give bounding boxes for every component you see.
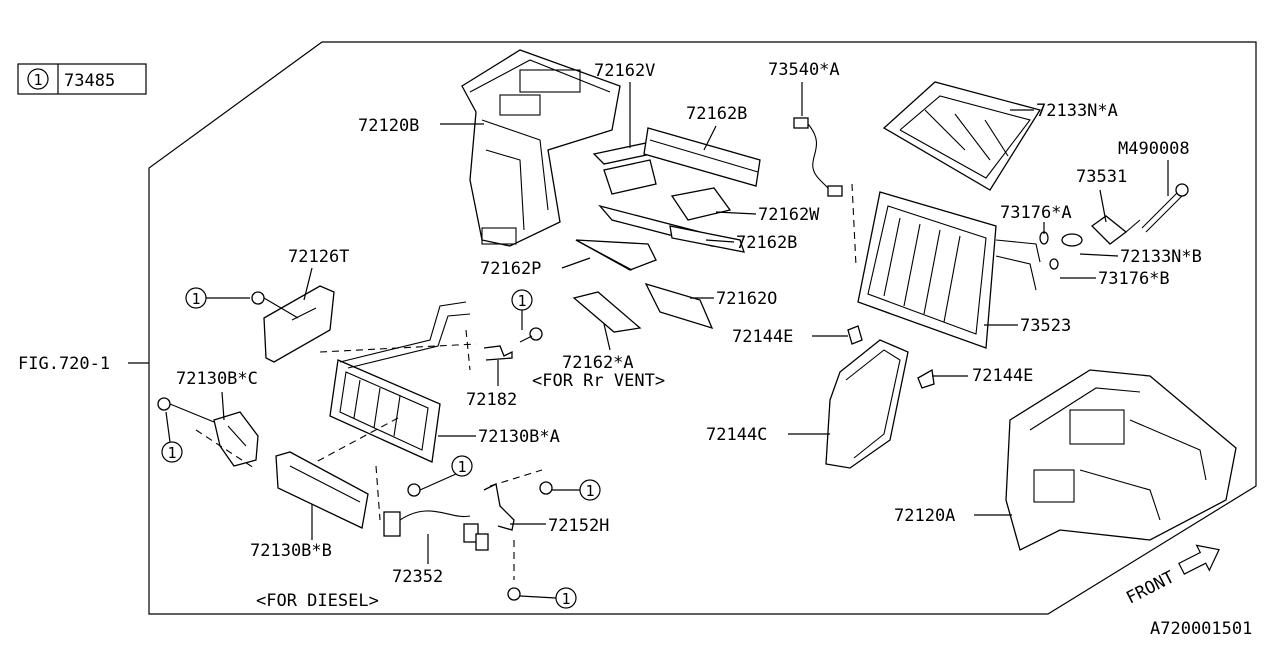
legend-box: 1 73485	[17, 63, 147, 95]
label-72144e-a: 72144E	[732, 327, 793, 347]
label-72120b: 72120B	[358, 116, 419, 136]
label-73523: 73523	[1020, 316, 1071, 336]
connector-73531	[1090, 215, 1141, 245]
label-73176b: 73176*B	[1098, 269, 1170, 289]
label-72133nb: 72133N*B	[1120, 247, 1202, 267]
legend-marker: 1	[33, 71, 42, 89]
label-72182: 72182	[466, 390, 517, 410]
label-72126t: 72126T	[288, 247, 349, 267]
harness-72352	[383, 510, 489, 551]
callout-markers: 1 1 1 1 1 1	[161, 287, 601, 609]
screw-m490008	[1141, 183, 1189, 233]
evaporator-73523	[857, 191, 1041, 349]
assembly-guides	[195, 183, 857, 580]
label-73176a: 73176*A	[1000, 203, 1072, 223]
label-72162b-mid: 72162B	[736, 233, 797, 253]
label-72144c: 72144C	[706, 425, 767, 445]
screw-icon	[539, 481, 553, 495]
bracket-72130bc	[157, 397, 259, 467]
screw-icon	[407, 483, 421, 497]
bracket-72130bb	[275, 451, 369, 529]
note-rear-vent: <FOR Rr VENT>	[532, 371, 665, 391]
sensor-73540a	[793, 117, 843, 197]
label-72130bc: 72130B*C	[176, 369, 258, 389]
label-72162o: 72162O	[716, 289, 777, 309]
label-m490008: M490008	[1118, 139, 1190, 159]
callout-marker: 1	[519, 587, 577, 609]
seal-73176	[1039, 231, 1059, 270]
diagram-id: A720001501	[1150, 619, 1252, 639]
svg-text:1: 1	[517, 292, 526, 310]
svg-text:1: 1	[561, 590, 570, 608]
bracket-72182	[483, 327, 543, 361]
svg-text:1: 1	[167, 444, 176, 462]
diagram-frame	[148, 41, 1257, 615]
label-72130bb: 72130B*B	[250, 541, 332, 561]
callout-marker: 1	[185, 287, 250, 309]
clip-72144e-a	[847, 325, 863, 345]
callout-marker: 1	[511, 289, 533, 330]
duct-72144c	[825, 339, 909, 469]
svg-text:1: 1	[457, 458, 466, 476]
clip-72133nb	[1061, 233, 1083, 247]
screw-icon	[507, 587, 521, 601]
label-72152h: 72152H	[548, 516, 609, 536]
callout-marker: 1	[419, 455, 473, 491]
callout-marker: 1	[552, 479, 601, 501]
front-label: FRONT	[1123, 567, 1178, 608]
label-72162b-top: 72162B	[686, 104, 747, 124]
front-arrow-icon	[1178, 544, 1220, 575]
bracket-72152h	[483, 483, 515, 531]
figure-reference: FIG.720-1	[18, 354, 110, 374]
label-73540a: 73540*A	[768, 60, 840, 80]
part-labels: 72120B 72162V 73540*A 72133N*A 72162B M4…	[176, 60, 1202, 611]
note-diesel: <FOR DIESEL>	[256, 591, 379, 611]
label-72144e-b: 72144E	[972, 366, 1033, 386]
case-upper-72120b	[461, 49, 621, 247]
svg-text:1: 1	[191, 290, 200, 308]
label-72162a: 72162*A	[562, 353, 634, 373]
label-72162v: 72162V	[594, 61, 655, 81]
legend-marker-icon	[27, 68, 49, 90]
label-72120a: 72120A	[894, 506, 955, 526]
svg-text:1: 1	[585, 482, 594, 500]
case-lower-72120a	[1005, 369, 1237, 551]
front-indicator: FRONT	[1123, 544, 1220, 608]
label-72352: 72352	[392, 567, 443, 587]
label-73531: 73531	[1076, 167, 1127, 187]
label-72162p: 72162P	[480, 259, 541, 279]
callout-marker: 1	[161, 411, 183, 463]
heater-core-72130ba	[329, 301, 471, 463]
label-72130ba: 72130B*A	[478, 427, 560, 447]
legend-part-number: 73485	[64, 71, 115, 91]
clip-72144e-b	[917, 368, 935, 389]
label-72133na: 72133N*A	[1036, 101, 1118, 121]
duct-72126t	[251, 285, 335, 363]
flap-parts-72162	[572, 127, 761, 333]
label-72162w: 72162W	[758, 205, 820, 225]
filter-frame-72133na	[882, 81, 1042, 191]
